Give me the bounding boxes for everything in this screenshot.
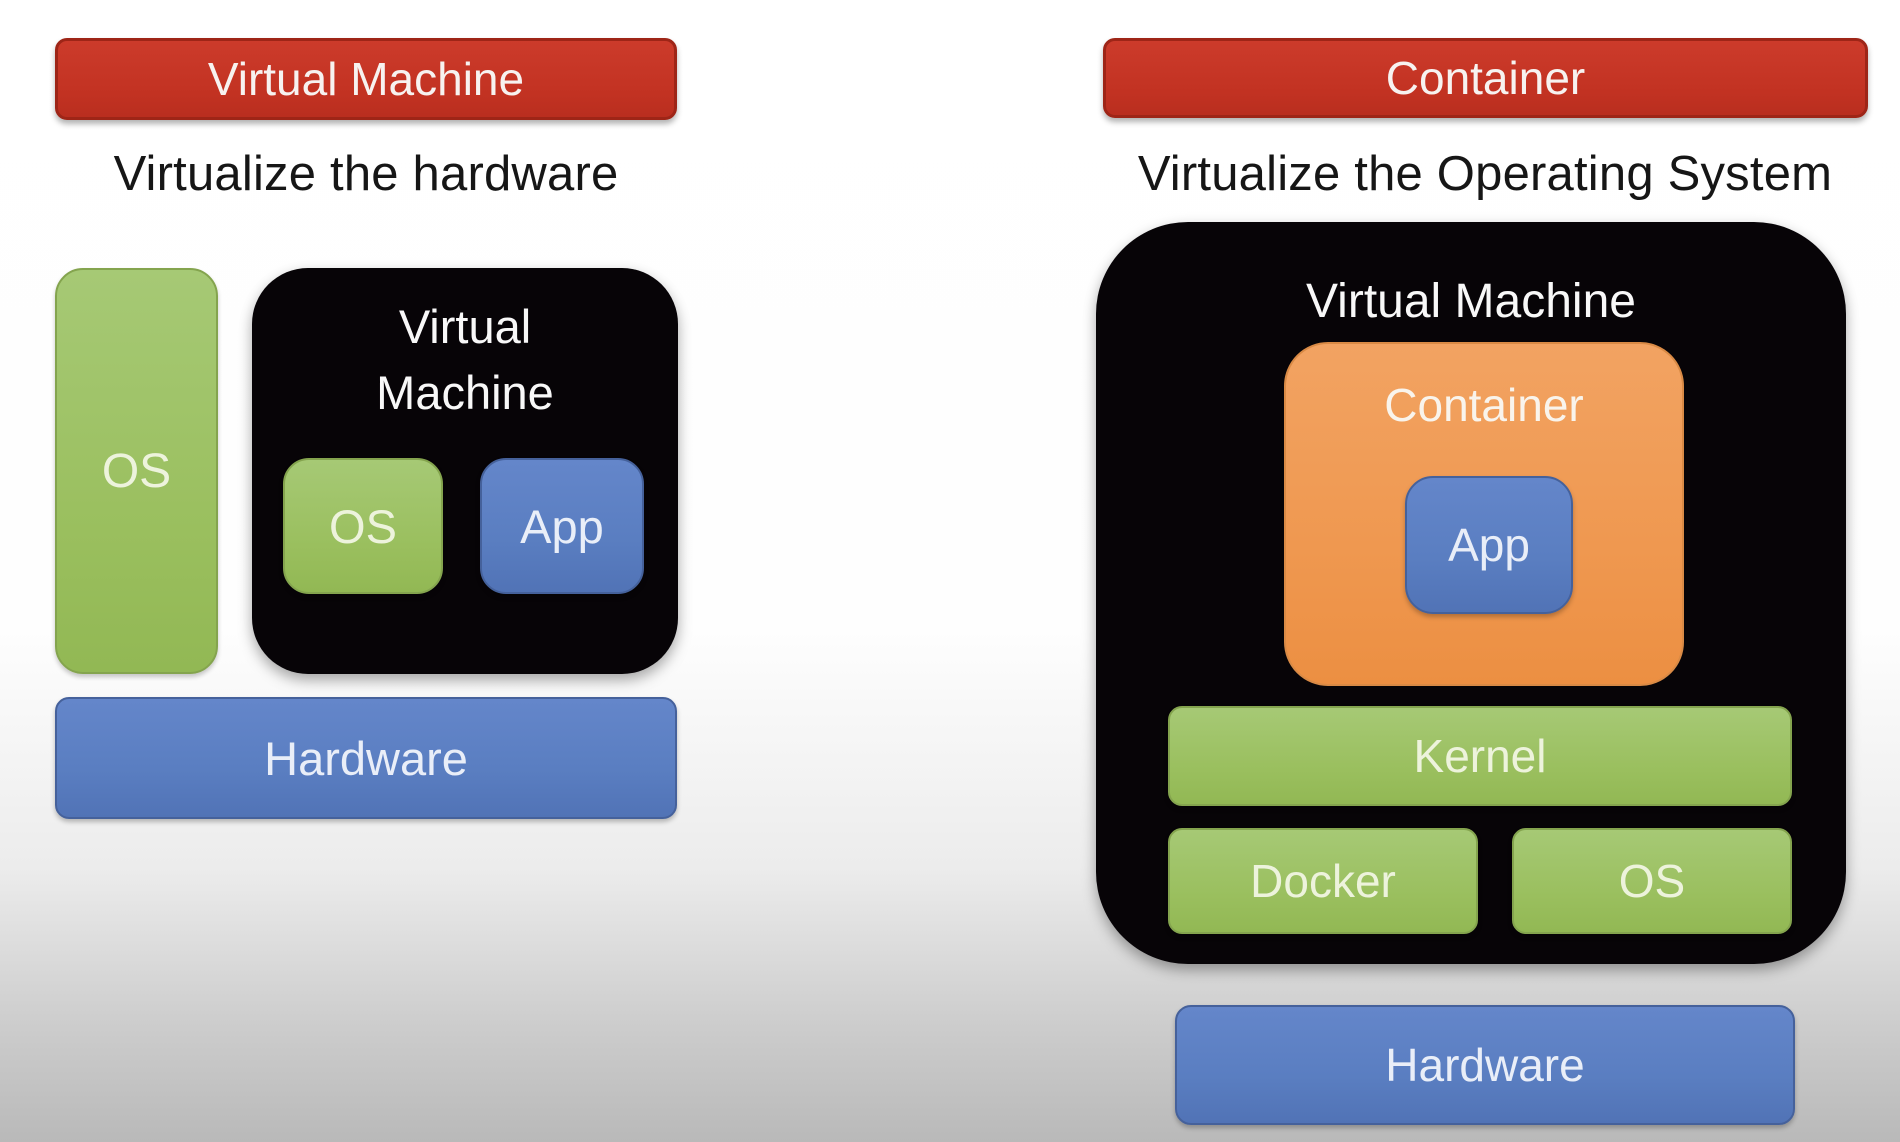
container-app-label: App — [1448, 519, 1530, 571]
host-os-box: OS — [55, 268, 218, 674]
container-os-box: OS — [1512, 828, 1792, 934]
kernel-bar: Kernel — [1168, 706, 1792, 806]
container-subtitle: Virtualize the Operating System — [1137, 147, 1833, 201]
vm-header-label: Virtual Machine — [207, 53, 525, 105]
vm-box-title: Virtual Machine — [252, 294, 678, 426]
docker-label: Docker — [1250, 855, 1396, 907]
vm-subtitle: Virtualize the hardware — [113, 147, 619, 201]
vm-header-badge: Virtual Machine — [55, 38, 677, 120]
container-app-box: App — [1405, 476, 1573, 614]
vm-hardware-bar: Hardware — [55, 697, 677, 819]
guest-os-box: OS — [283, 458, 443, 594]
container-header-label: Container — [1385, 52, 1586, 104]
container-hardware-bar: Hardware — [1175, 1005, 1795, 1125]
container-vm-title: Virtual Machine — [1306, 275, 1636, 328]
guest-os-label: OS — [329, 499, 397, 553]
container-box: Container App — [1284, 342, 1684, 686]
vm-app-label: App — [520, 499, 604, 553]
vm-hardware-label: Hardware — [264, 731, 468, 785]
vm-box-title-line1: Virtual — [398, 300, 532, 353]
vm-black-box: Virtual Machine OS App — [252, 268, 678, 674]
container-os-label: OS — [1618, 855, 1686, 907]
docker-box: Docker — [1168, 828, 1478, 934]
container-vm-box: Virtual Machine Container App Kernel Doc… — [1096, 222, 1846, 964]
container-hardware-label: Hardware — [1385, 1039, 1585, 1091]
container-header-badge: Container — [1103, 38, 1868, 118]
kernel-label: Kernel — [1413, 730, 1547, 782]
container-box-label: Container — [1384, 379, 1584, 431]
vm-app-box: App — [480, 458, 644, 594]
vm-box-title-line2: Machine — [376, 366, 554, 419]
host-os-label: OS — [101, 444, 172, 498]
